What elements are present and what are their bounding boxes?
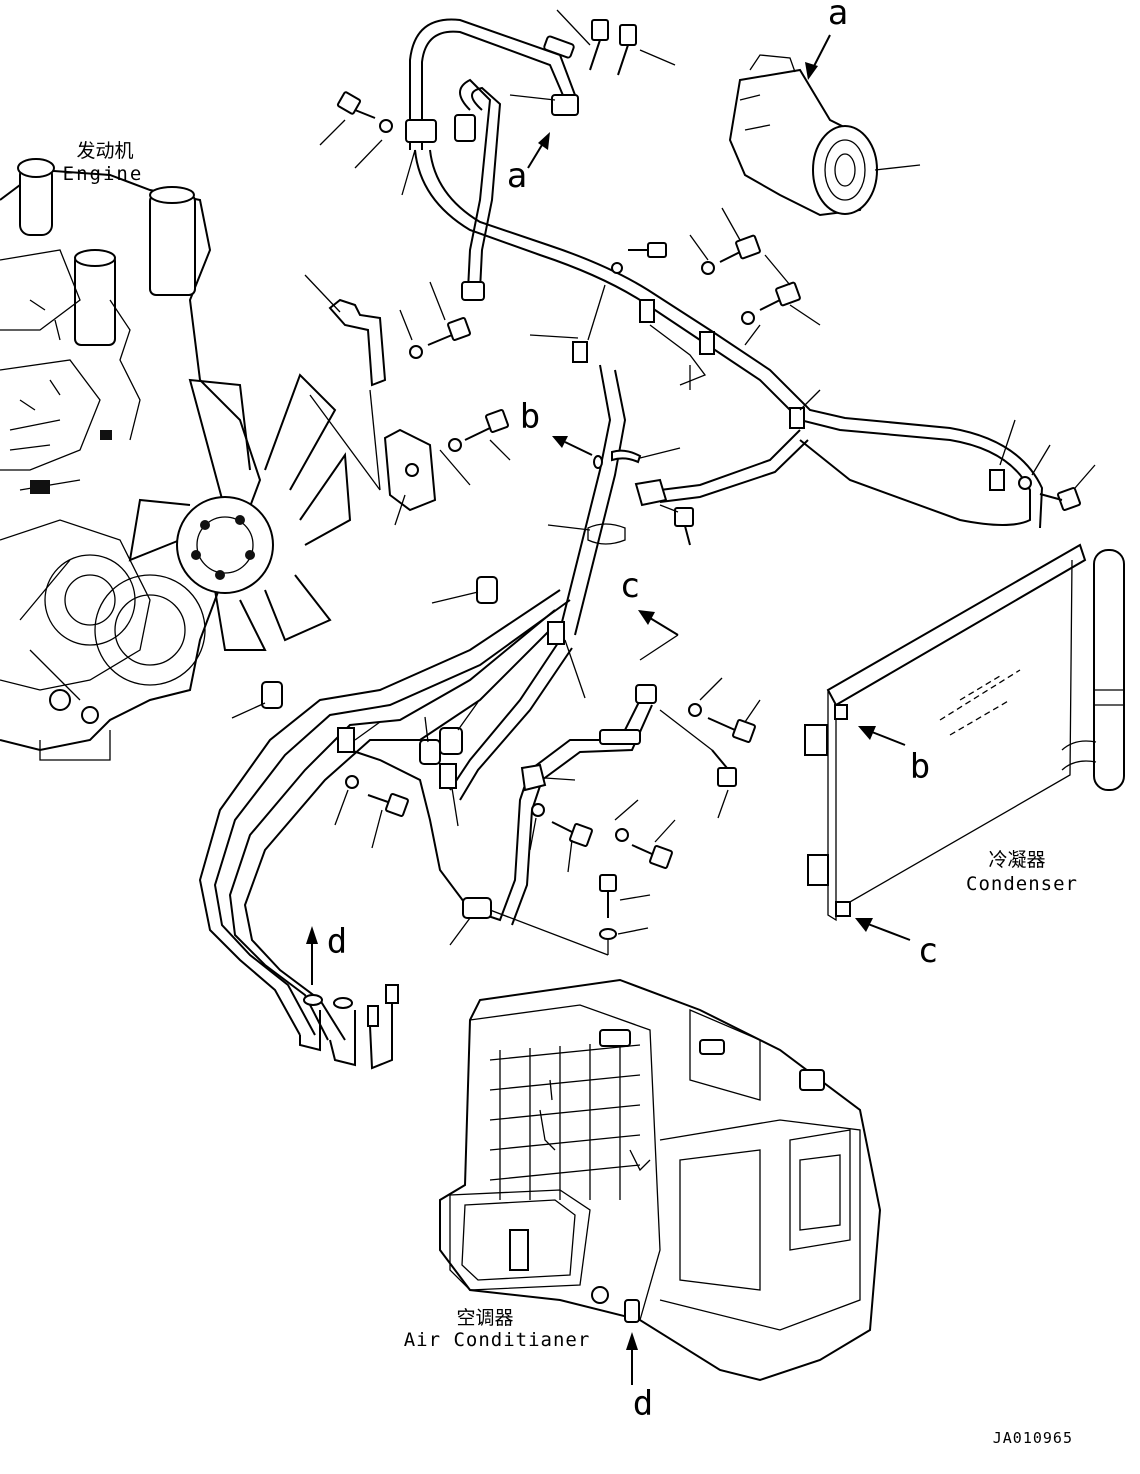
engine-label-zh: 发动机 [76, 140, 133, 162]
callout-c-hose: c [620, 566, 640, 606]
air-conditioner-unit [439, 978, 882, 1382]
condenser [804, 543, 1125, 922]
hose-fittings-b [547, 447, 694, 546]
compressor [728, 54, 921, 217]
engine-assembly [0, 158, 262, 761]
callout-b-hose: b [520, 397, 540, 437]
callout-c-condenser: c [918, 931, 938, 971]
top-bolts [319, 9, 676, 196]
callout-a-top: a [507, 156, 527, 196]
mid-clamp-bolts [611, 207, 821, 429]
cooling-fan [128, 373, 352, 651]
callout-b-hose-arrow [552, 436, 593, 456]
callout-d-unit-arrow [626, 1332, 638, 1385]
main-hose-lines [198, 364, 657, 1041]
callout-c-hose-arrow [638, 610, 679, 661]
callout-a-top-arrow [527, 132, 550, 169]
right-hose-end-bolt [989, 419, 1096, 511]
air-conditioner-label-en: Air Conditianer [404, 1329, 591, 1351]
callout-a-compressor-arrow [805, 34, 831, 80]
upper-hose-lines [409, 18, 1044, 529]
callout-d-unit: d [633, 1384, 653, 1424]
clamp-bracket [304, 274, 606, 526]
callout-b-condenser: b [910, 747, 930, 787]
callout-d-pipes-arrow [306, 926, 318, 985]
lower-bolts [334, 677, 761, 956]
callout-b-condenser-arrow [858, 726, 906, 746]
pipe-ends-d [299, 984, 399, 1070]
callout-c-condenser-arrow [855, 918, 911, 941]
hose-spacers [231, 576, 586, 946]
engine-label-en: Engine [63, 163, 144, 185]
condenser-label-en: Condenser [966, 873, 1078, 895]
condenser-label-zh: 冷凝器 [988, 849, 1045, 871]
drawing-number: JA010965 [993, 1429, 1073, 1447]
callout-a-compressor: a [828, 0, 848, 33]
air-conditioner-label-zh: 空调器 [456, 1307, 513, 1329]
callout-d-pipes: d [327, 922, 347, 962]
